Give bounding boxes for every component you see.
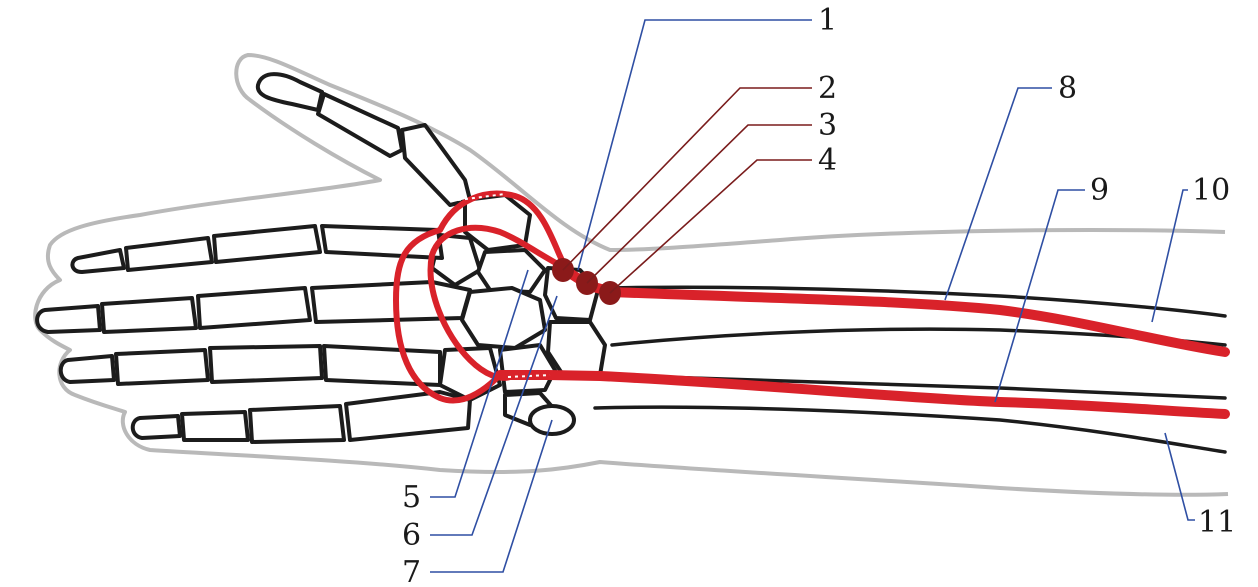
- ring-proximal-phalanx: [210, 346, 322, 382]
- carpal-bone-4: [462, 288, 545, 348]
- label-11: 11: [1198, 505, 1236, 540]
- forearm-bones: [595, 287, 1225, 452]
- index-proximal-phalanx: [214, 226, 320, 262]
- little-proximal-phalanx: [250, 406, 344, 442]
- middle-metacarpal: [312, 282, 470, 322]
- label-2: 2: [818, 71, 837, 106]
- ring-middle-phalanx: [116, 350, 208, 384]
- leader-2: [563, 88, 812, 270]
- leader-7: [430, 420, 552, 572]
- little-distal-phalanx: [133, 416, 180, 438]
- index-distal-phalanx: [72, 250, 124, 272]
- label-7: 7: [402, 555, 421, 587]
- index-metacarpal: [322, 226, 442, 258]
- label-4: 4: [818, 143, 837, 178]
- thumb-bones: [258, 74, 470, 205]
- middle-middle-phalanx: [102, 298, 196, 332]
- label-3: 3: [818, 108, 837, 143]
- little-middle-phalanx: [182, 412, 248, 440]
- middle-distal-phalanx: [37, 306, 100, 332]
- leader-3: [587, 125, 812, 283]
- leader-10: [1152, 190, 1188, 322]
- label-8: 8: [1058, 71, 1077, 106]
- ulna-bone-lower-edge: [595, 407, 1225, 452]
- thumb-proximal-phalanx: [318, 94, 402, 156]
- middle-proximal-phalanx: [198, 288, 310, 328]
- label-9: 9: [1090, 173, 1109, 208]
- ring-distal-phalanx: [61, 356, 114, 382]
- carpal-bone-3: [478, 250, 545, 292]
- leader-8: [945, 88, 1052, 300]
- index-middle-phalanx: [126, 238, 212, 270]
- label-5: 5: [402, 480, 421, 515]
- leader-1: [578, 20, 812, 270]
- label-1: 1: [818, 3, 837, 38]
- label-10: 10: [1192, 173, 1230, 208]
- thumb-distal-phalanx: [258, 74, 322, 110]
- thumb-metacarpal: [402, 125, 470, 205]
- label-6: 6: [402, 518, 421, 553]
- leader-4: [610, 160, 812, 293]
- ring-metacarpal: [324, 346, 440, 385]
